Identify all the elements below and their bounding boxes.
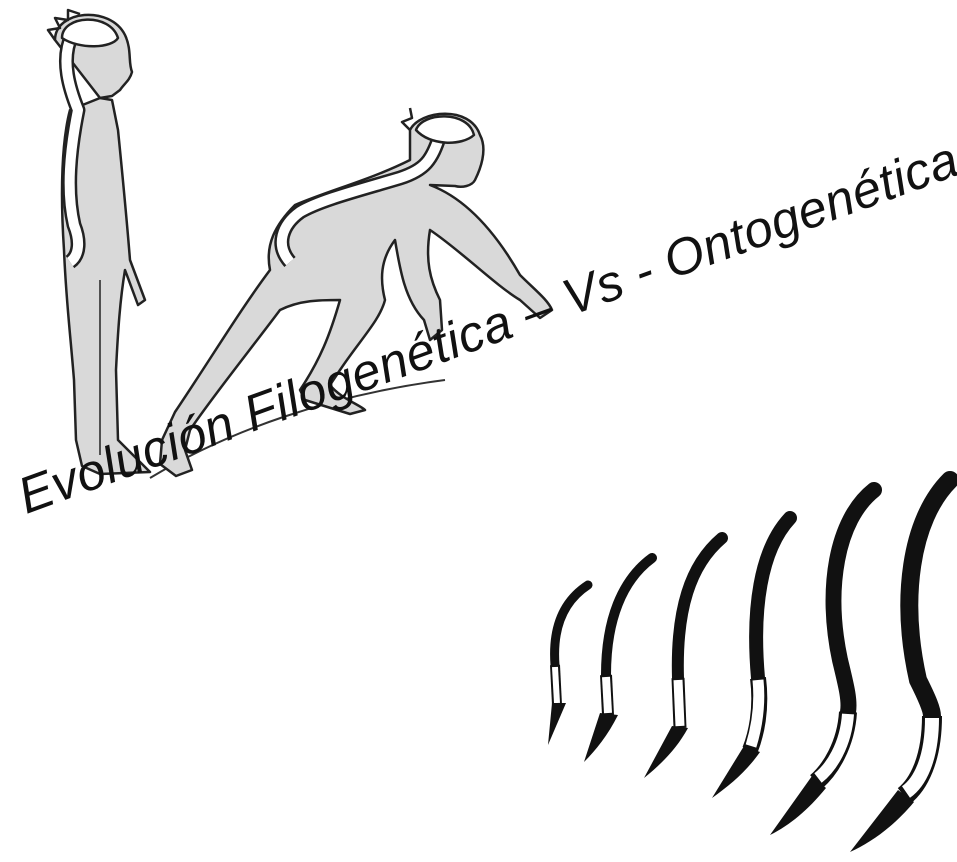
standing-figure: [48, 10, 150, 474]
spinal-curves: [548, 480, 950, 852]
spinal-curve-2: [584, 558, 652, 762]
spinal-curve-3: [644, 538, 722, 778]
spinal-curve-6: [850, 480, 950, 852]
spinal-curve-1: [548, 585, 588, 745]
spinal-curve-4: [712, 518, 790, 798]
spinal-curve-5: [770, 490, 874, 835]
